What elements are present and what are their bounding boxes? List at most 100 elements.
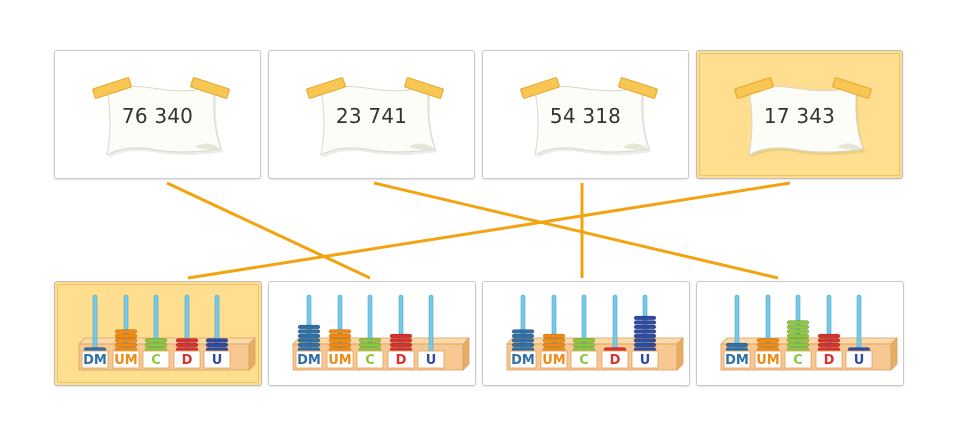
paper-note-icon	[734, 77, 872, 158]
tape-left	[306, 77, 346, 99]
abacus-bead	[511, 338, 535, 343]
place-label-box	[295, 350, 323, 369]
abacus-bead	[633, 324, 657, 330]
place-label: DM	[725, 353, 749, 368]
abacus-bead	[297, 324, 321, 330]
place-label-box	[570, 350, 598, 369]
place-label: UM	[542, 353, 566, 368]
abacus-bead	[756, 338, 780, 343]
place-label: DM	[511, 353, 535, 368]
place-label: UM	[328, 353, 352, 368]
abacus-bead	[205, 342, 229, 348]
place-label-box	[142, 350, 170, 369]
place-label: C	[579, 353, 589, 368]
abacus-bead	[328, 338, 352, 343]
number-value: 23 741	[335, 104, 408, 128]
place-label-box	[784, 350, 812, 369]
number-value: 17 343	[763, 104, 836, 128]
abacus-bead	[786, 342, 810, 348]
abacus-bead	[358, 338, 382, 343]
abacus-bead	[114, 329, 138, 334]
place-label-box	[845, 350, 873, 369]
abacus-rod	[856, 294, 862, 353]
abacus-bead	[297, 333, 321, 339]
tape-left	[520, 77, 560, 99]
abacus-bead	[633, 315, 657, 321]
place-label: D	[610, 353, 621, 368]
abacus-bead	[542, 338, 566, 343]
abacus-bead	[389, 342, 413, 348]
tape-left	[734, 77, 774, 99]
abacus-bead	[297, 342, 321, 348]
place-label: DM	[297, 353, 321, 368]
abacus-rod	[612, 294, 618, 353]
abacus-bead	[175, 342, 199, 348]
paper-note	[320, 84, 436, 156]
place-label-box	[326, 350, 354, 369]
abacus-bead	[511, 342, 535, 348]
abacus-bead	[389, 338, 413, 343]
place-label-box	[356, 350, 384, 369]
place-label: UM	[756, 353, 780, 368]
abacus-bead	[389, 333, 413, 339]
abacus-bead	[633, 333, 657, 339]
abacus-bead	[633, 320, 657, 325]
place-label: C	[151, 353, 161, 368]
abacus-bead	[175, 338, 199, 343]
number-card[interactable]: 23 741	[268, 50, 475, 179]
place-label-box	[387, 350, 415, 369]
abacus-bead	[542, 333, 566, 339]
abacus-bead	[786, 324, 810, 330]
connection-line	[166, 181, 371, 280]
place-label-box	[540, 350, 568, 369]
abacus-rod	[428, 294, 434, 353]
number-card[interactable]: 76 340	[54, 50, 261, 179]
abacus-bead	[328, 329, 352, 334]
place-label: U	[854, 353, 865, 368]
abacus-bead	[756, 342, 780, 348]
tape-right	[404, 77, 444, 99]
connection-line	[373, 181, 779, 280]
paper-note	[106, 84, 222, 156]
paper-note-icon	[520, 77, 658, 158]
place-label: D	[824, 353, 835, 368]
abacus-bead	[358, 342, 382, 348]
abacus-bead	[144, 338, 168, 343]
abacus-bead	[511, 329, 535, 334]
number-value: 76 340	[121, 104, 194, 128]
abacus-bead	[144, 342, 168, 348]
abacus-bead	[328, 342, 352, 348]
place-label-box	[631, 350, 659, 369]
place-label-box	[601, 350, 629, 369]
number-card[interactable]: 17 343	[696, 50, 903, 179]
abacus-bead	[633, 329, 657, 334]
abacus-bead	[542, 342, 566, 348]
abacus-bead	[114, 342, 138, 348]
abacus-bead	[725, 342, 749, 348]
abacus-bead	[572, 338, 596, 343]
place-label-box	[723, 350, 751, 369]
abacus-bead	[817, 342, 841, 348]
paper-note	[534, 84, 650, 156]
abacus-bead	[786, 333, 810, 339]
place-label-box	[754, 350, 782, 369]
place-label-box	[81, 350, 109, 369]
place-label-box	[173, 350, 201, 369]
abacus-base-side	[676, 337, 684, 371]
connection-line	[187, 181, 791, 280]
number-card[interactable]: 54 318	[482, 50, 689, 179]
abacus-bead	[633, 342, 657, 348]
tape-right	[190, 77, 230, 99]
abacus-rod	[92, 294, 98, 353]
abacus-bead	[297, 329, 321, 334]
abacus-bead	[511, 333, 535, 339]
abacus-bead	[205, 338, 229, 343]
place-label: C	[365, 353, 375, 368]
